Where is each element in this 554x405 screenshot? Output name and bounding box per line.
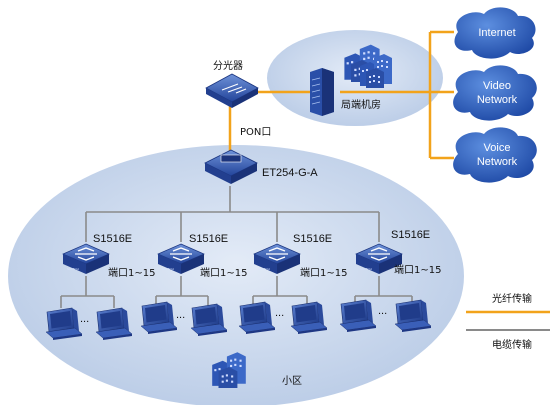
cloud-voice-label-line1: Voice bbox=[484, 142, 511, 154]
splitter-icon bbox=[221, 83, 247, 94]
switch-4-port-label: 端口1~15 bbox=[394, 263, 441, 276]
olt-port-icon bbox=[220, 154, 242, 163]
cloud-voice-label-line2: Network bbox=[477, 156, 518, 168]
olt-label: ET254-G-A bbox=[262, 167, 318, 179]
cloud-internet-label: Internet bbox=[478, 27, 515, 39]
ellipsis-1: ... bbox=[80, 313, 89, 325]
pon-port-label: PON口 bbox=[240, 127, 271, 138]
community-area bbox=[8, 145, 464, 405]
switch-1-port-label: 端口1~15 bbox=[108, 266, 155, 279]
cable-links bbox=[60, 186, 413, 308]
central-office-label: 局端机房 bbox=[341, 98, 381, 111]
olt-device[interactable] bbox=[204, 149, 258, 184]
pc-icon[interactable] bbox=[140, 301, 178, 334]
legend-fiber-label: 光纤传输 bbox=[492, 292, 532, 305]
switch-3-port-label: 端口1~15 bbox=[300, 266, 347, 279]
cloud-internet[interactable]: Internet bbox=[454, 7, 536, 59]
community-label: 小区 bbox=[282, 375, 302, 387]
pc-icon[interactable] bbox=[45, 307, 83, 340]
switch-3-model: S1516E bbox=[293, 233, 332, 245]
pc-icon[interactable] bbox=[95, 307, 133, 340]
cloud-video-label-line2: Network bbox=[477, 94, 518, 106]
central-office-server[interactable] bbox=[310, 68, 334, 116]
splitter-label: 分光器 bbox=[213, 59, 243, 72]
switch-2-model: S1516E bbox=[189, 233, 228, 245]
ellipsis-4: ... bbox=[378, 305, 387, 317]
switch-1-model: S1516E bbox=[93, 233, 132, 245]
legend-cable-label: 电缆传输 bbox=[492, 338, 532, 351]
cloud-video-label-line1: Video bbox=[483, 80, 511, 92]
pc-icon[interactable] bbox=[290, 301, 328, 334]
cloud-video-network[interactable]: Video Network bbox=[453, 65, 537, 121]
pc-icon[interactable] bbox=[394, 299, 432, 332]
pc-icon[interactable] bbox=[190, 303, 228, 336]
splitter-device[interactable] bbox=[205, 73, 259, 108]
pc-icon[interactable] bbox=[238, 301, 276, 334]
switch-2-port-label: 端口1~15 bbox=[200, 266, 247, 279]
pc-icon[interactable] bbox=[339, 299, 377, 332]
ellipsis-2: ... bbox=[176, 309, 185, 321]
ellipsis-3: ... bbox=[275, 307, 284, 319]
legend: 光纤传输 电缆传输 bbox=[466, 292, 550, 351]
cloud-voice-network[interactable]: Voice Network bbox=[453, 127, 537, 183]
switch-4-model: S1516E bbox=[391, 229, 430, 241]
